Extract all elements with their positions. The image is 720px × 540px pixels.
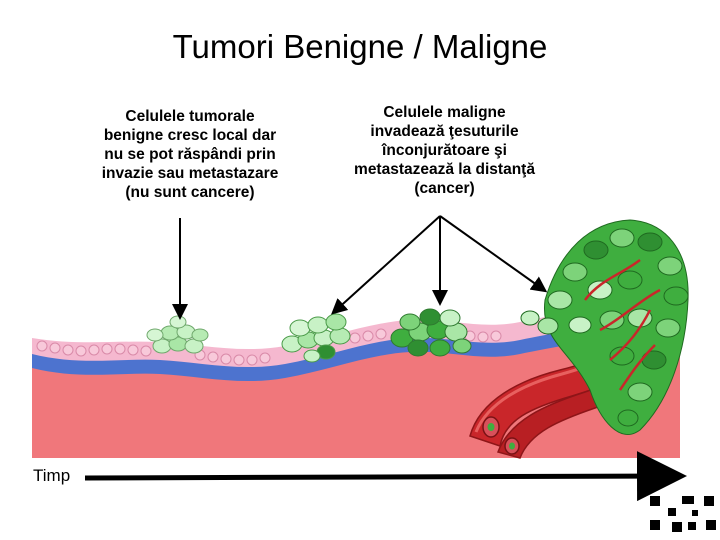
malignant-pointer-arrow-right <box>439 215 548 293</box>
benign-caption: Celulele tumorale benigne cresc local da… <box>101 108 279 201</box>
time-axis-label: Timp <box>33 466 71 485</box>
early-malignant-tumor <box>281 313 351 363</box>
qr-logo-icon <box>650 496 716 532</box>
benign-tumor <box>146 315 209 354</box>
time-axis-arrow <box>84 451 687 502</box>
epithelial-cells <box>36 328 502 366</box>
metastatic-tumor <box>520 219 689 435</box>
basement-membrane <box>32 319 680 382</box>
caption-arrows <box>172 215 548 320</box>
malignant-caption: Celulele maligne invadează ţesuturile în… <box>354 104 535 197</box>
malignant-pointer-arrow-left <box>331 215 441 315</box>
invading-malignant-tumor <box>390 308 472 357</box>
page-title: Tumori Benigne / Maligne <box>172 28 548 65</box>
